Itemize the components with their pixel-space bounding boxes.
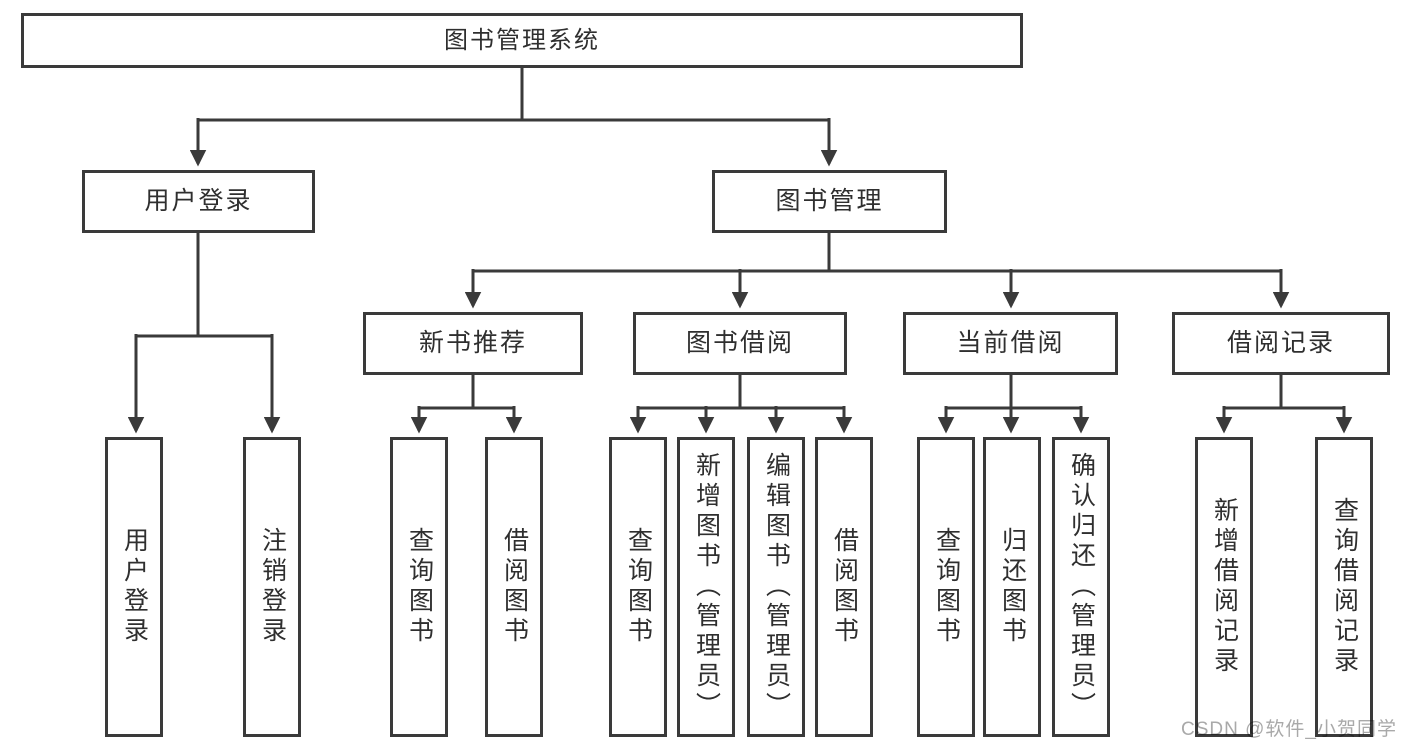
leaf-add-books-admin: 新增图书（管理员） [677,437,735,737]
leaf-logout: 注销登录 [243,437,301,737]
leaf-query-books-recommend: 查询图书 [390,437,448,737]
leaf-borrow-books: 借阅图书 [815,437,873,737]
node-borrowing-records: 借阅记录 [1172,312,1390,375]
leaf-return-books: 归还图书 [983,437,1041,737]
leaf-query-borrow-record: 查询借阅记录 [1315,437,1373,737]
leaf-borrow-books-recommend: 借阅图书 [485,437,543,737]
leaf-query-books-current: 查询图书 [917,437,975,737]
leaf-confirm-return-admin: 确认归还（管理员） [1052,437,1110,737]
node-book-management-system: 图书管理系统 [21,13,1023,68]
node-user-login: 用户登录 [82,170,315,233]
node-book-borrowing: 图书借阅 [633,312,847,375]
node-new-book-recommendation: 新书推荐 [363,312,583,375]
node-current-borrowing: 当前借阅 [903,312,1118,375]
leaf-user-login: 用户登录 [105,437,163,737]
leaf-edit-books-admin: 编辑图书（管理员） [747,437,805,737]
leaf-query-books-borrow: 查询图书 [609,437,667,737]
csdn-watermark: CSDN @软件_小贺同学 [1181,719,1397,740]
leaf-add-borrow-record: 新增借阅记录 [1195,437,1253,737]
node-book-management: 图书管理 [712,170,947,233]
